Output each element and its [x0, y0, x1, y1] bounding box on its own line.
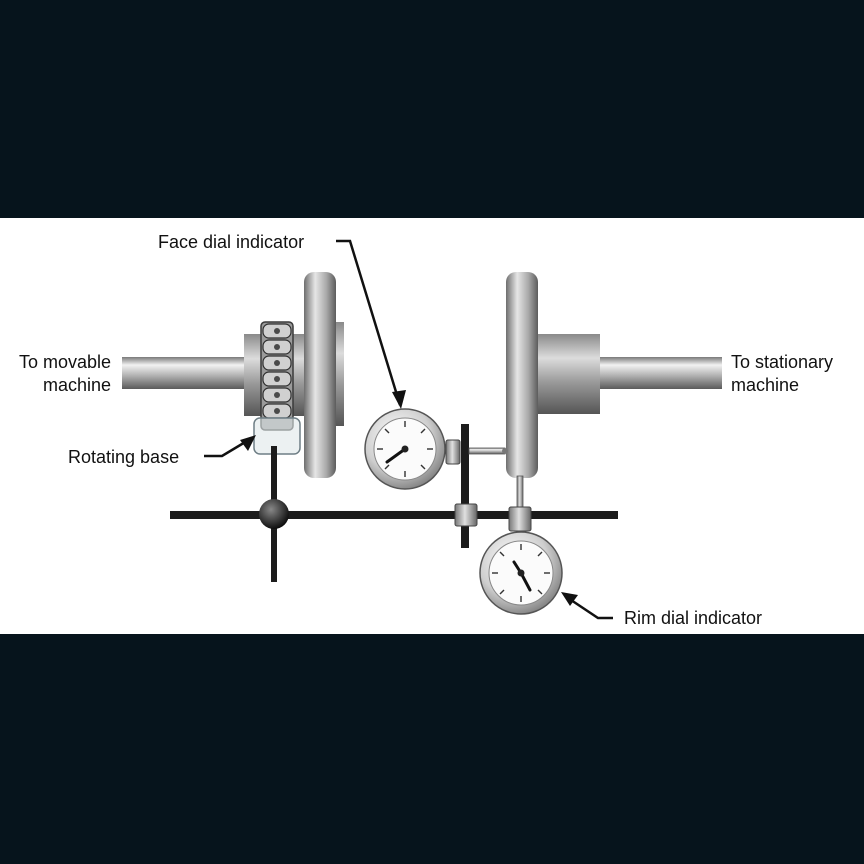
rim-dial-leader: [564, 594, 613, 620]
stationary-shaft-assembly: [506, 272, 722, 478]
stationary-flange: [506, 272, 538, 478]
right-vertical-bar: [461, 424, 469, 548]
stationary-shaft: [596, 357, 722, 389]
leader-lines: [204, 239, 613, 620]
rim-dial-label: Rim dial indicator: [624, 608, 762, 628]
stationary-machine-label-line2: machine: [731, 375, 799, 395]
chain-clamp: [260, 321, 294, 431]
rotating-base-label: Rotating base: [68, 447, 179, 467]
bar-clamp: [454, 503, 478, 527]
stationary-machine-label-line1: To stationary: [731, 352, 833, 372]
movable-shaft-assembly: [122, 272, 344, 478]
rim-dial-indicator: [479, 531, 563, 615]
movable-flange: [304, 272, 336, 478]
fixture-knob: [259, 499, 289, 529]
rotating-base-leader: [204, 436, 253, 458]
horizontal-bar: [170, 511, 618, 519]
face-dial-label: Face dial indicator: [158, 232, 304, 252]
rotating-base-arrowhead: [240, 435, 256, 451]
face-dial-needle: [385, 447, 407, 464]
rim-dial-arrowhead: [561, 592, 578, 606]
indicator-fixture: [170, 424, 618, 582]
movable-shaft: [122, 357, 252, 389]
arrow-heads: [240, 390, 578, 606]
face-probe: [468, 447, 506, 455]
rim-indicator-clamp: [508, 506, 532, 532]
face-dial-arrowhead: [392, 390, 406, 409]
movable-machine-label-line1: To movable: [19, 352, 111, 372]
movable-machine-label-line2: machine: [43, 375, 111, 395]
stationary-hub: [532, 334, 600, 414]
face-dial-indicator: [364, 408, 446, 490]
face-indicator-clamp: [445, 439, 461, 465]
face-dial-leader: [336, 239, 402, 406]
rim-probe: [516, 475, 524, 509]
